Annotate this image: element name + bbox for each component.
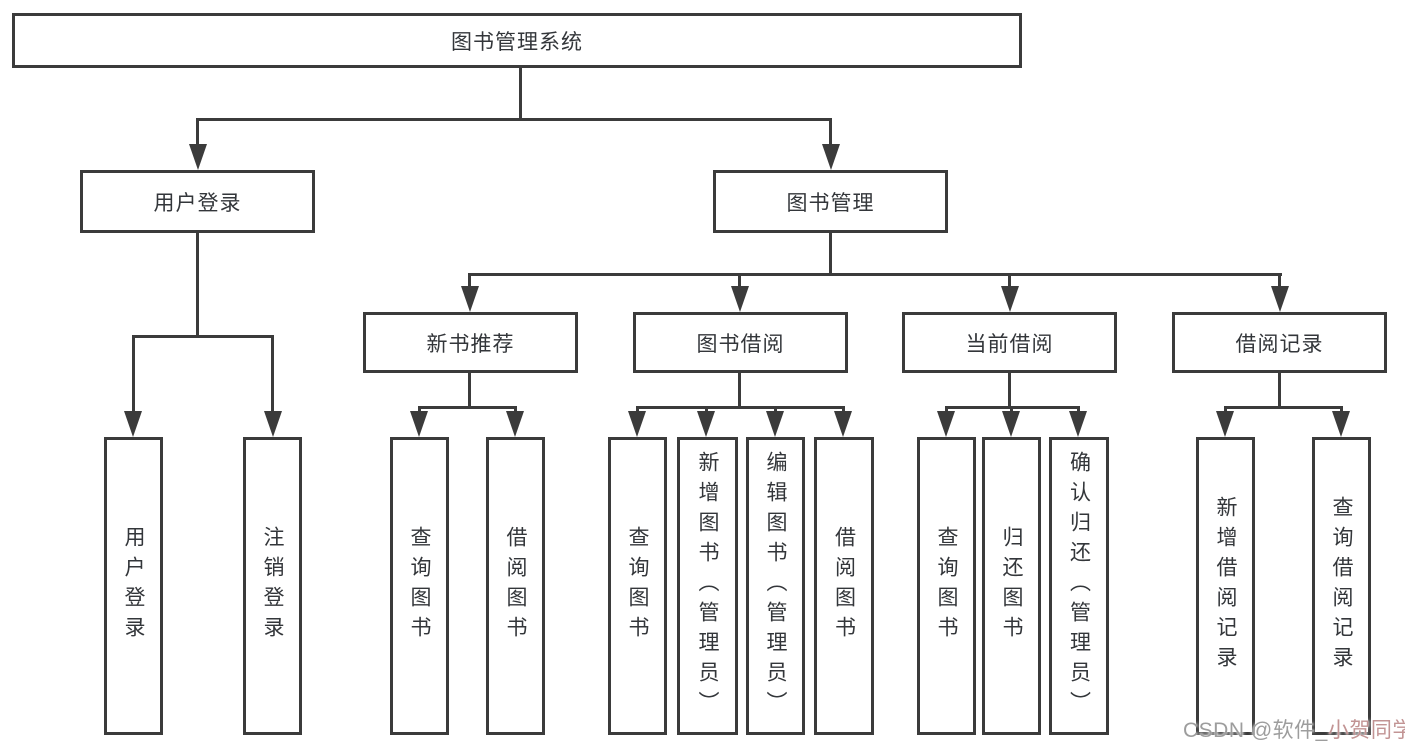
arrowhead-new-book-rec bbox=[461, 286, 479, 312]
node-root-label: 图书管理系统 bbox=[451, 30, 583, 54]
arrowhead-borrow-records bbox=[1271, 286, 1289, 312]
csdn-watermark-prefix: CSDN @软件_ bbox=[1183, 719, 1328, 742]
node-book-mgmt: 图书管理 bbox=[713, 170, 948, 233]
leaf-bb-edit-books-label: 编辑图书（管理员） bbox=[764, 451, 788, 721]
connector-drop-new-book-rec bbox=[468, 273, 471, 289]
csdn-watermark-name: 小贺同学 bbox=[1327, 719, 1405, 742]
leaf-cb-query-books-label: 查询图书 bbox=[935, 526, 959, 646]
node-user-login: 用户登录 bbox=[80, 170, 315, 233]
leaf-cb-confirm-return-label: 确认归还（管理员） bbox=[1067, 451, 1091, 721]
connector-root-stem bbox=[519, 66, 522, 121]
node-borrow-records-label: 借阅记录 bbox=[1235, 332, 1324, 356]
leaf-logout-label: 注销登录 bbox=[261, 526, 285, 646]
leaf-nb-borrow-books-label: 借阅图书 bbox=[504, 526, 528, 646]
leaf-cb-query-books: 查询图书 bbox=[917, 437, 976, 735]
leaf-user-login-label: 用户登录 bbox=[122, 526, 146, 646]
connector-drop-leaf-logout bbox=[271, 335, 274, 415]
node-current-borrow-label: 当前借阅 bbox=[965, 332, 1054, 356]
connector-user-stem bbox=[196, 231, 199, 338]
connector-mgmt-stem bbox=[829, 231, 832, 276]
connector-br-stem bbox=[1278, 371, 1281, 409]
arrowhead-cb-confirm bbox=[1069, 411, 1087, 437]
connector-drop-book-borrow bbox=[738, 273, 741, 289]
arrowhead-cb-return bbox=[1002, 411, 1020, 437]
connector-nb-branch bbox=[418, 406, 517, 409]
leaf-user-login: 用户登录 bbox=[104, 437, 163, 735]
node-book-mgmt-label: 图书管理 bbox=[786, 191, 875, 215]
arrowhead-nb-query bbox=[410, 411, 428, 437]
arrowhead-leaf-logout bbox=[264, 411, 282, 437]
leaf-br-query-record-label: 查询借阅记录 bbox=[1330, 496, 1354, 676]
connector-cb-stem bbox=[1008, 371, 1011, 409]
node-new-book-rec: 新书推荐 bbox=[363, 312, 578, 373]
leaf-bb-edit-books: 编辑图书（管理员） bbox=[746, 437, 805, 735]
arrowhead-user-login bbox=[189, 144, 207, 170]
csdn-watermark: CSDN @软件_小贺同学 bbox=[1183, 714, 1405, 744]
leaf-bb-query-books: 查询图书 bbox=[608, 437, 667, 735]
connector-user-branch bbox=[132, 335, 274, 338]
node-borrow-records: 借阅记录 bbox=[1172, 312, 1387, 373]
arrowhead-book-mgmt bbox=[822, 144, 840, 170]
leaf-nb-query-books-label: 查询图书 bbox=[408, 526, 432, 646]
leaf-nb-borrow-books: 借阅图书 bbox=[486, 437, 545, 735]
arrowhead-bb-borrow bbox=[834, 411, 852, 437]
leaf-cb-confirm-return: 确认归还（管理员） bbox=[1049, 437, 1109, 735]
arrowhead-current-borrow bbox=[1001, 286, 1019, 312]
arrowhead-leaf-user-login bbox=[124, 411, 142, 437]
connector-br-branch bbox=[1224, 406, 1343, 409]
connector-drop-user-login bbox=[196, 118, 199, 148]
connector-mgmt-branch bbox=[468, 273, 1282, 276]
leaf-cb-return-books: 归还图书 bbox=[982, 437, 1041, 735]
leaf-br-add-record-label: 新增借阅记录 bbox=[1214, 496, 1238, 676]
leaf-bb-query-books-label: 查询图书 bbox=[626, 526, 650, 646]
arrowhead-bb-edit bbox=[766, 411, 784, 437]
node-book-borrow-label: 图书借阅 bbox=[696, 332, 785, 356]
arrowhead-bb-add bbox=[697, 411, 715, 437]
leaf-br-query-record: 查询借阅记录 bbox=[1312, 437, 1371, 735]
connector-bb-stem bbox=[738, 371, 741, 409]
connector-drop-current-borrow bbox=[1008, 273, 1011, 289]
leaf-bb-borrow-books-label: 借阅图书 bbox=[832, 526, 856, 646]
connector-drop-borrow-records bbox=[1278, 273, 1281, 289]
leaf-br-add-record: 新增借阅记录 bbox=[1196, 437, 1255, 735]
leaf-cb-return-books-label: 归还图书 bbox=[1000, 526, 1024, 646]
arrowhead-book-borrow bbox=[731, 286, 749, 312]
leaf-bb-add-books-label: 新增图书（管理员） bbox=[696, 451, 720, 721]
node-current-borrow: 当前借阅 bbox=[902, 312, 1117, 373]
arrowhead-cb-query bbox=[937, 411, 955, 437]
leaf-nb-query-books: 查询图书 bbox=[390, 437, 449, 735]
connector-bb-branch bbox=[636, 406, 845, 409]
arrowhead-bb-query bbox=[628, 411, 646, 437]
arrowhead-br-query bbox=[1332, 411, 1350, 437]
connector-nb-stem bbox=[468, 371, 471, 409]
connector-drop-leaf-user-login bbox=[132, 335, 135, 415]
leaf-bb-add-books: 新增图书（管理员） bbox=[677, 437, 738, 735]
node-new-book-rec-label: 新书推荐 bbox=[426, 332, 515, 356]
connector-root-branch bbox=[196, 118, 832, 121]
arrowhead-br-add bbox=[1216, 411, 1234, 437]
leaf-bb-borrow-books: 借阅图书 bbox=[814, 437, 874, 735]
arrowhead-nb-borrow bbox=[506, 411, 524, 437]
connector-drop-book-mgmt bbox=[829, 118, 832, 148]
node-book-borrow: 图书借阅 bbox=[633, 312, 848, 373]
node-root: 图书管理系统 bbox=[12, 13, 1022, 68]
leaf-logout: 注销登录 bbox=[243, 437, 302, 735]
node-user-login-label: 用户登录 bbox=[153, 191, 242, 215]
